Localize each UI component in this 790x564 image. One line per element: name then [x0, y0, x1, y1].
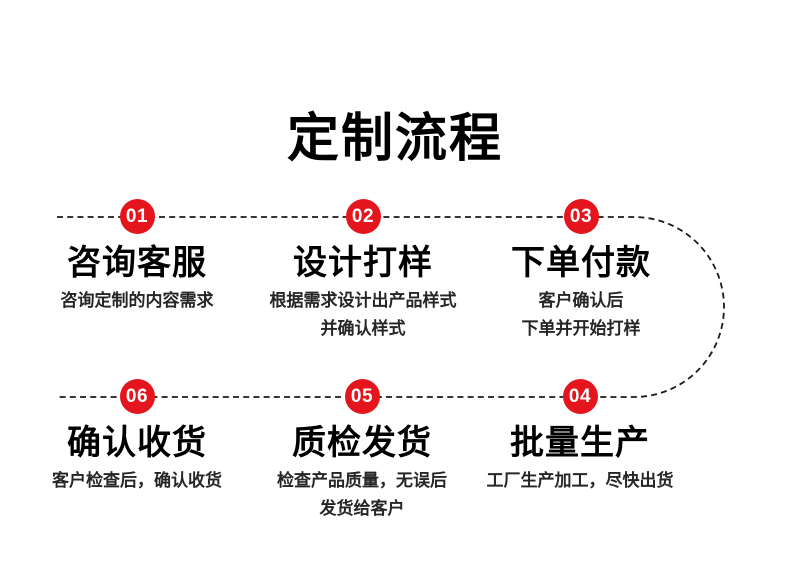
step-desc-line: 工厂生产加工，尽快出货: [486, 471, 674, 491]
step-title: 咨询客服: [67, 244, 207, 282]
step-title: 下单付款: [511, 244, 651, 282]
step-title: 质检发货: [292, 424, 432, 462]
page-title: 定制流程: [286, 109, 503, 168]
flow-step-6: 06 确认收货 客户检查后，确认收货: [22, 379, 252, 495]
step-description: 客户确认后 下单并开始打样: [522, 287, 641, 342]
step-number-badge: 05: [344, 379, 380, 414]
step-desc-line: 客户检查后，确认收货: [52, 471, 222, 491]
step-description: 检查产品质量，无误后 发货给客户: [277, 467, 447, 522]
flow-step-2: 02 设计打样 根据需求设计出产品样式 并确认样式: [248, 199, 478, 342]
step-desc-line: 检查产品质量，无误后: [277, 471, 447, 491]
step-title: 设计打样: [293, 244, 433, 282]
step-description: 工厂生产加工，尽快出货: [487, 467, 674, 495]
flow-step-3: 03 下单付款 客户确认后 下单并开始打样: [466, 199, 696, 342]
step-desc-line: 客户确认后: [538, 291, 624, 311]
flow-step-5: 05 质检发货 检查产品质量，无误后 发货给客户: [247, 379, 477, 522]
step-desc-line: 咨询定制的内容需求: [60, 291, 214, 311]
step-description: 根据需求设计出产品样式 并确认样式: [270, 287, 457, 342]
connector-path: [57, 216, 725, 398]
flow-step-1: 01 咨询客服 咨询定制的内容需求: [22, 199, 252, 315]
step-desc-line: 根据需求设计出产品样式: [269, 291, 457, 311]
flow-step-4: 04 批量生产 工厂生产加工，尽快出货: [465, 379, 695, 495]
step-number-badge: 03: [563, 199, 599, 234]
step-number-badge: 01: [119, 199, 155, 234]
step-number-badge: 02: [345, 199, 381, 234]
step-description: 咨询定制的内容需求: [61, 287, 214, 315]
step-title: 确认收货: [67, 424, 207, 462]
step-title: 批量生产: [510, 424, 650, 462]
step-desc-line: 发货给客户: [319, 498, 405, 518]
step-desc-line: 并确认样式: [320, 318, 406, 338]
step-desc-line: 下单并开始打样: [521, 318, 641, 338]
step-number-badge: 04: [562, 379, 598, 414]
step-number-badge: 06: [119, 379, 155, 414]
step-description: 客户检查后，确认收货: [52, 467, 222, 495]
